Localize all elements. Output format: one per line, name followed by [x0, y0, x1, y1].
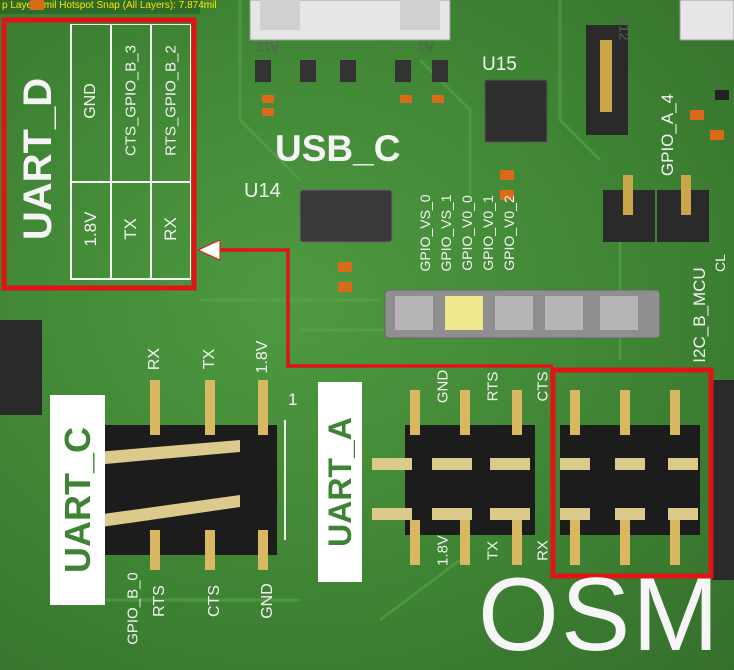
uart-c-top-rx: RX — [146, 347, 163, 371]
u15-label: U15 — [482, 54, 517, 75]
uart-a-title-box — [318, 382, 362, 582]
gpio-a4-label: GPIO_A_4 — [658, 93, 677, 177]
uart-c-title: UART_C — [57, 427, 98, 574]
uart-a-top-rts: RTS — [484, 371, 502, 402]
u14-label: U14 — [244, 180, 281, 202]
left-edge-component — [0, 320, 42, 415]
uart-a-top-cts: CTS — [534, 371, 552, 402]
u14-chip — [299, 189, 393, 243]
layer-info-text: p Layer 5mil Hotspot Snap (All Layers): … — [2, 0, 217, 11]
callout-arrowhead — [196, 239, 221, 261]
right-top-ref: A12 — [616, 15, 633, 41]
uart-d-panel: UART_D GND CTS_GPIO_B_3 RTS_GPIO_B_2 1.8… — [8, 24, 191, 284]
uart-a-top-gnd: GND — [434, 369, 452, 404]
gpio-vs-label-2: GPIO_V0_0 — [459, 195, 475, 271]
uart-c-top-1v8: 1.8V — [254, 340, 271, 374]
uart-c-title-box — [50, 395, 105, 605]
uart-a-title: UART_A — [322, 417, 358, 547]
gpio-vs-label-1: GPIO_VS_1 — [438, 194, 454, 272]
gpio-vs-label-0: GPIO_VS_0 — [417, 194, 433, 272]
smd-components — [30, 0, 729, 292]
right-top-connector — [679, 0, 734, 41]
i2c-label: I2C_B_MCU — [690, 267, 709, 363]
uart-c-bottom-gpio: GPIO_B_0 — [124, 572, 142, 645]
uart-d-bottom-0: 1.8V — [81, 211, 100, 247]
uart-c-top-tx: TX — [201, 348, 218, 370]
right-edge-component — [712, 380, 734, 580]
usb-top-ref-a1: A1 — [418, 40, 434, 55]
uart-c-pin1: 1 — [288, 390, 298, 409]
uart-c-header — [60, 380, 277, 570]
uart-c-bottom-gnd: GND — [259, 583, 276, 619]
usb-top-ref-a12: A12 — [256, 40, 280, 55]
u15-chip — [484, 79, 548, 143]
uart-d-highlight-box — [1, 17, 197, 291]
layer-info-overlay — [0, 0, 200, 14]
uart-d-table-grid — [70, 24, 191, 280]
uart-d-title: UART_D — [16, 77, 60, 241]
uart-d-top-2: RTS_GPIO_B_2 — [162, 45, 180, 156]
gpio-vs-label-4: GPIO_V0_2 — [501, 195, 517, 271]
uart-d-title-wrap: UART_D — [8, 49, 68, 269]
osm-label: OSM — [478, 557, 721, 670]
uart-a-header — [372, 390, 700, 565]
uart-a-bottom-1v8: 1.8V — [434, 535, 452, 566]
uart-d-bottom-2: RX — [161, 217, 180, 241]
i2c-edge-label: CL — [712, 254, 728, 272]
uart-c-bottom-rts: RTS — [151, 585, 168, 617]
uart-d-bottom-1: TX — [121, 218, 140, 240]
gpio-vs-label-3: GPIO_V0_1 — [480, 195, 496, 271]
i2c-highlight-box — [550, 367, 714, 579]
uart-c-bottom-cts: CTS — [206, 585, 223, 617]
uart-d-top-1: CTS_GPIO_B_3 — [122, 45, 140, 156]
usb-connector-shell — [260, 0, 300, 30]
usb-connector-shell — [400, 0, 440, 30]
usb-c-label: USB_C — [275, 128, 401, 169]
callout-line — [210, 248, 553, 368]
uart-d-top-0: GND — [82, 83, 99, 119]
